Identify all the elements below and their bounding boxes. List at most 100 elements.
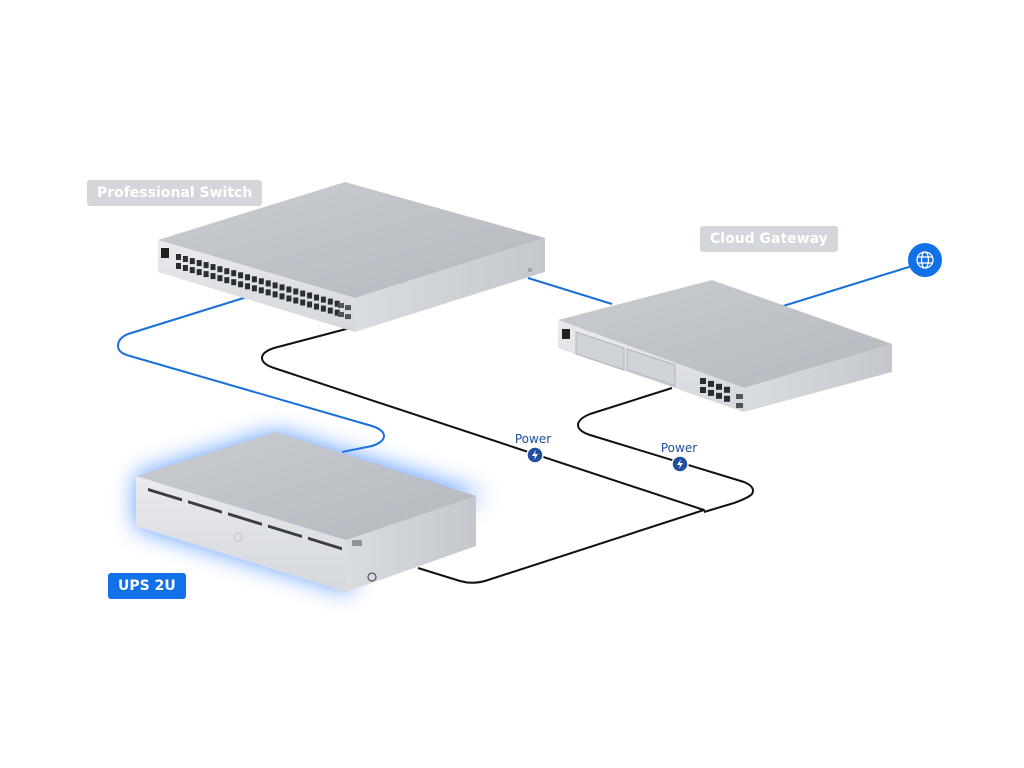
ups-side: [346, 496, 476, 592]
ups-vent-slot: [308, 536, 342, 551]
gateway-port: [708, 380, 714, 387]
switch-port: [320, 296, 326, 303]
switch-port: [176, 254, 181, 260]
gateway-drive-bay-1: [575, 331, 625, 371]
switch-port: [176, 263, 181, 269]
gateway-display: [562, 329, 570, 339]
switch-port-array: [176, 254, 351, 320]
switch-port: [307, 292, 313, 299]
data-cable-switch-ups: [117, 295, 385, 453]
switch-port: [334, 309, 340, 316]
gateway-port: [716, 392, 722, 399]
label-ups-2u: UPS 2U: [108, 573, 186, 599]
gateway-port: [724, 386, 730, 393]
ups-rear-panel-label: [352, 540, 362, 546]
ups-vent-slots: [148, 488, 342, 551]
switch-port: [286, 286, 292, 293]
gateway-drive-bay-2: [626, 348, 676, 387]
switch-port: [238, 281, 244, 288]
switch-port: [182, 265, 188, 271]
switch-port: [210, 273, 216, 280]
switch-port: [286, 295, 292, 302]
ups-2u[interactable]: [136, 432, 484, 592]
switch-port: [258, 287, 264, 294]
switch-port: [217, 275, 223, 282]
switch-port: [272, 282, 278, 289]
switch-top: [158, 182, 545, 298]
gateway-port: [700, 378, 706, 384]
switch-port: [300, 299, 306, 306]
gateway-port: [700, 387, 706, 393]
switch-port: [258, 278, 264, 285]
switch-sfp-port: [338, 303, 344, 308]
lightning-bolt-icon: [677, 459, 683, 469]
switch-port: [293, 297, 299, 304]
switch-sfp-port: [345, 305, 351, 311]
gateway-port: [708, 389, 714, 396]
ups-power-button[interactable]: [367, 572, 377, 582]
switch-port: [251, 285, 257, 292]
switch-port: [196, 260, 202, 267]
switch-port: [279, 293, 285, 300]
switch-sfp-port: [345, 314, 351, 320]
switch-port: [300, 290, 306, 297]
internet-node[interactable]: [908, 243, 942, 277]
gateway-top: [558, 280, 892, 388]
ups-vent-slot: [268, 524, 302, 538]
switch-port: [307, 301, 313, 308]
switch-port: [238, 272, 244, 279]
ups-vent-slot: [188, 500, 222, 514]
cloud-gateway[interactable]: [558, 280, 892, 412]
switch-sfp-port: [338, 312, 344, 317]
power-label-gateway: Power: [661, 441, 697, 455]
switch-port: [327, 298, 333, 305]
switch-port: [224, 268, 230, 275]
switch-port: [217, 266, 223, 273]
switch-port: [231, 279, 237, 286]
switch-port: [265, 289, 271, 296]
switch-port: [272, 291, 278, 298]
power-label-switch: Power: [515, 432, 551, 446]
switch-port: [293, 288, 299, 295]
gateway-port: [716, 383, 722, 390]
ups-vent-slot: [228, 512, 262, 526]
gateway-sfp-port: [736, 394, 743, 399]
switch-port: [279, 284, 285, 291]
lightning-bolt-icon: [532, 450, 538, 460]
internet-circle: [908, 243, 942, 277]
ups-vent-slot: [148, 488, 182, 502]
globe-icon: [916, 251, 934, 269]
power-marker-switch: Power: [515, 432, 551, 464]
power-marker-gateway: Power: [661, 441, 697, 473]
gateway-port: [724, 395, 730, 402]
switch-port: [245, 274, 250, 281]
switch-port: [189, 267, 195, 274]
ups-logo: [233, 532, 243, 542]
switch-port: [245, 283, 250, 290]
switch-port: [314, 294, 319, 301]
switch-port: [314, 303, 319, 310]
data-cable-switch-gateway: [527, 277, 613, 305]
power-cable-gateway: [577, 387, 754, 513]
switch-port: [210, 264, 216, 271]
switch-port: [320, 305, 326, 312]
switch-port: [224, 277, 230, 284]
gateway-sfp-port: [736, 403, 743, 408]
label-cloud-gateway: Cloud Gateway: [700, 226, 838, 252]
switch-side: [355, 238, 545, 332]
switch-port: [327, 307, 333, 314]
switch-port: [251, 276, 257, 283]
switch-port: [196, 269, 202, 276]
switch-port: [231, 270, 237, 277]
switch-port: [189, 258, 195, 265]
label-professional-switch: Professional Switch: [87, 180, 263, 206]
switch-port: [265, 280, 271, 287]
switch-port: [203, 271, 209, 278]
switch-port: [203, 262, 209, 269]
gateway-side: [744, 344, 892, 412]
power-cable-switch: [261, 327, 705, 584]
professional-switch[interactable]: [158, 182, 545, 332]
gateway-port-array: [700, 378, 743, 408]
